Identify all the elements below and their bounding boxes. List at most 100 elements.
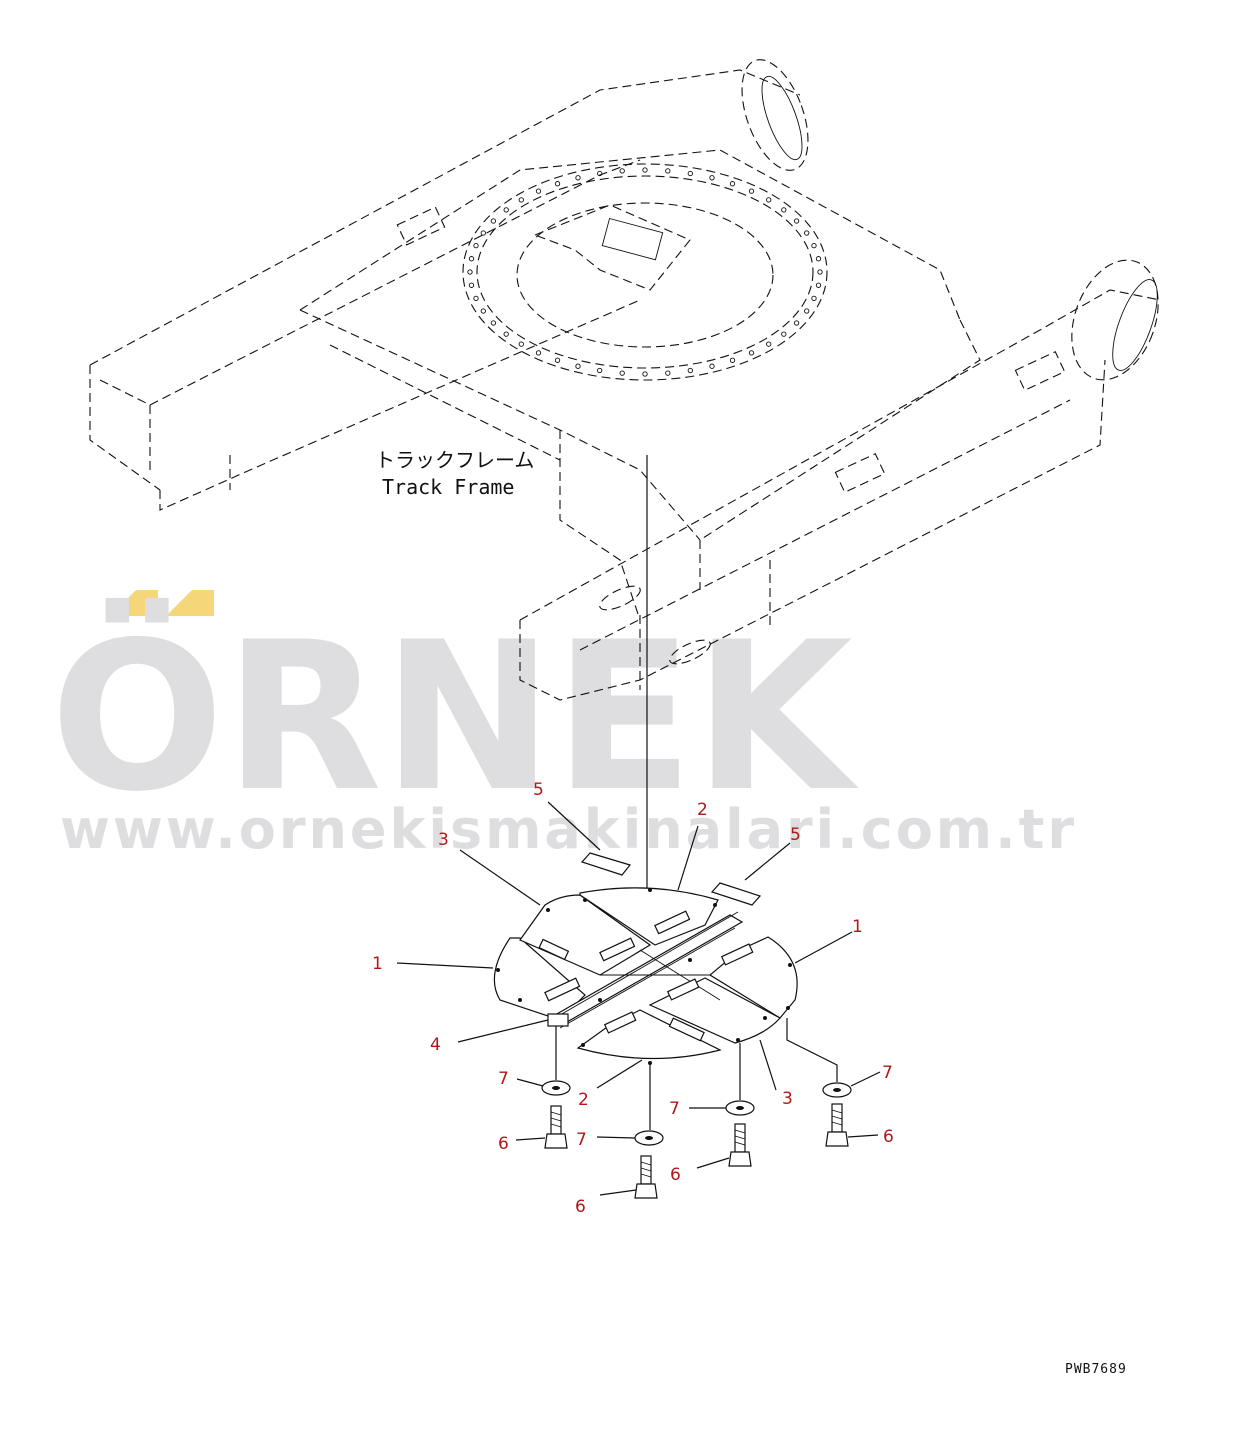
cover-plate-bolt-hole (788, 963, 792, 967)
swing-circle-bolt-hole (619, 168, 625, 174)
swing-circle-bolt-hole (811, 295, 817, 302)
frame-label-english: Track Frame (382, 475, 514, 499)
swing-circle-bolt-hole (642, 167, 648, 173)
callout-7-a: 7 (498, 1069, 509, 1089)
swing-circle-bolt-hole (490, 218, 497, 224)
cover-plate-bolt-hole (518, 998, 522, 1002)
frame-label-japanese: トラックフレーム (375, 448, 534, 472)
callout-1-left: 1 (372, 954, 383, 974)
swing-circle-bolt-hole (687, 170, 693, 177)
swing-circle-bolt-hole (575, 363, 581, 369)
watermark-accent-mark-right (166, 590, 214, 616)
swing-circle-bolt-hole (815, 256, 822, 262)
swing-circle-bolt-hole (665, 168, 671, 174)
swing-circle-bolt-hole (642, 371, 648, 377)
swing-circle-bolt-hole (535, 350, 542, 356)
swing-circle-bolt-hole (709, 363, 715, 369)
swing-circle-bolt-hole (490, 320, 497, 326)
washer-4 (822, 1082, 852, 1098)
cover-plate-bolt-hole (581, 1043, 585, 1047)
cover-plate-bolt-hole (713, 903, 717, 907)
shim-plate-right (710, 882, 762, 906)
swing-circle-bolt-hole (468, 256, 475, 262)
swing-circle-bolt-hole (473, 242, 479, 249)
callout-1-right: 1 (852, 917, 863, 937)
drawing-code: PWB7689 (1065, 1362, 1127, 1377)
cover-plate-bolt-hole (648, 888, 652, 892)
track-frame-drawing: トラックフレーム Track Frame (89, 59, 1161, 701)
swing-circle-bolt-hole (793, 218, 800, 224)
swing-circle-bolt-hole (467, 269, 473, 275)
cover-plate-bolt-hole (736, 1038, 740, 1042)
cover-plate-bolt-hole (688, 958, 692, 962)
callout-3-upper: 3 (438, 830, 449, 850)
watermark-accent-mark-left (110, 590, 158, 616)
swing-circle-bolt-hole (575, 175, 581, 181)
under-cover-assembly (493, 852, 798, 1065)
cover-plate-bolt-hole (496, 968, 500, 972)
swing-circle-bolt-hole (535, 188, 542, 194)
callout-labels: 1 1 2 2 3 3 4 5 5 6 6 6 6 7 7 7 7 (372, 780, 894, 1217)
swing-circle-bolt-hole (781, 331, 787, 337)
swing-circle-bolt-hole (554, 181, 561, 187)
swing-circle-bolt-hole (766, 341, 772, 347)
cross-beam-lateral (600, 949, 721, 1001)
watermark-brand: ÖRNEK (50, 598, 860, 837)
swing-circle-bolt-hole (781, 207, 787, 213)
fasteners (541, 1018, 852, 1199)
swing-circle-bolt-hole (597, 367, 603, 374)
washer-2 (634, 1130, 664, 1146)
callout-6-c: 6 (670, 1165, 681, 1185)
washer-3 (725, 1100, 755, 1116)
cover-plate-bolt-hole (546, 908, 550, 912)
callout-2-bottom: 2 (578, 1090, 589, 1110)
watermark: ÖRNEK www.ornekismakinalari.com.tr (50, 590, 1077, 861)
swing-circle-bolt-hole (518, 197, 524, 203)
swing-circle-bolt-hole (766, 197, 772, 203)
callout-5-right: 5 (790, 825, 801, 845)
callout-5-left: 5 (533, 780, 544, 800)
cover-plate-bolt-hole (763, 1016, 767, 1020)
watermark-url: www.ornekismakinalari.com.tr (60, 798, 1077, 861)
swing-circle-bolt-hole (554, 357, 561, 363)
cover-plate-bolt-hole (583, 898, 587, 902)
swing-circle-bolt-hole (480, 308, 486, 314)
swing-circle-bolt-hole (709, 175, 715, 181)
swing-circle-bolt-hole (729, 357, 736, 363)
callout-6-b: 6 (575, 1197, 586, 1217)
swing-circle-bolt-hole (815, 282, 822, 288)
callout-7-b: 7 (576, 1130, 587, 1150)
callout-2-top: 2 (697, 800, 708, 820)
swing-circle-bolt-hole (503, 331, 509, 337)
shim-plate-left (580, 852, 632, 876)
bolt-3 (728, 1123, 752, 1167)
swing-circle-bolt-hole (503, 207, 509, 213)
bolt-4 (825, 1103, 849, 1147)
bolt-1 (544, 1105, 568, 1149)
callout-3-lower: 3 (782, 1089, 793, 1109)
leader-lines (396, 801, 881, 1196)
washer-1 (541, 1080, 571, 1096)
swing-circle-bolt-hole (729, 181, 736, 187)
swing-circle-bolt-hole (597, 170, 603, 177)
swing-circle-bolt-hole (748, 350, 755, 356)
cover-plate-upper-left (519, 894, 652, 976)
swing-circle-bolt-hole (793, 320, 800, 326)
swing-circle-bolt-hole (748, 188, 755, 194)
cover-plate-bottom (576, 1009, 722, 1060)
cover-plate-bolt-hole (598, 998, 602, 1002)
swing-circle-bolt-hole (619, 370, 625, 376)
swing-circle-bolt-hole (518, 341, 524, 347)
callout-7-c: 7 (669, 1099, 680, 1119)
cover-plate-bolt-hole (786, 1006, 790, 1010)
swing-circle-bolt-hole (804, 230, 810, 236)
swing-circle-bolt-hole (665, 370, 671, 376)
callout-4: 4 (430, 1035, 441, 1055)
mounting-bracket (547, 1013, 569, 1027)
swing-circle-bolt-hole (811, 242, 817, 249)
callout-6-d: 6 (883, 1127, 894, 1147)
bolt-2 (634, 1155, 658, 1199)
swing-circle-bolt-hole (817, 269, 823, 275)
callout-7-d: 7 (882, 1063, 893, 1083)
